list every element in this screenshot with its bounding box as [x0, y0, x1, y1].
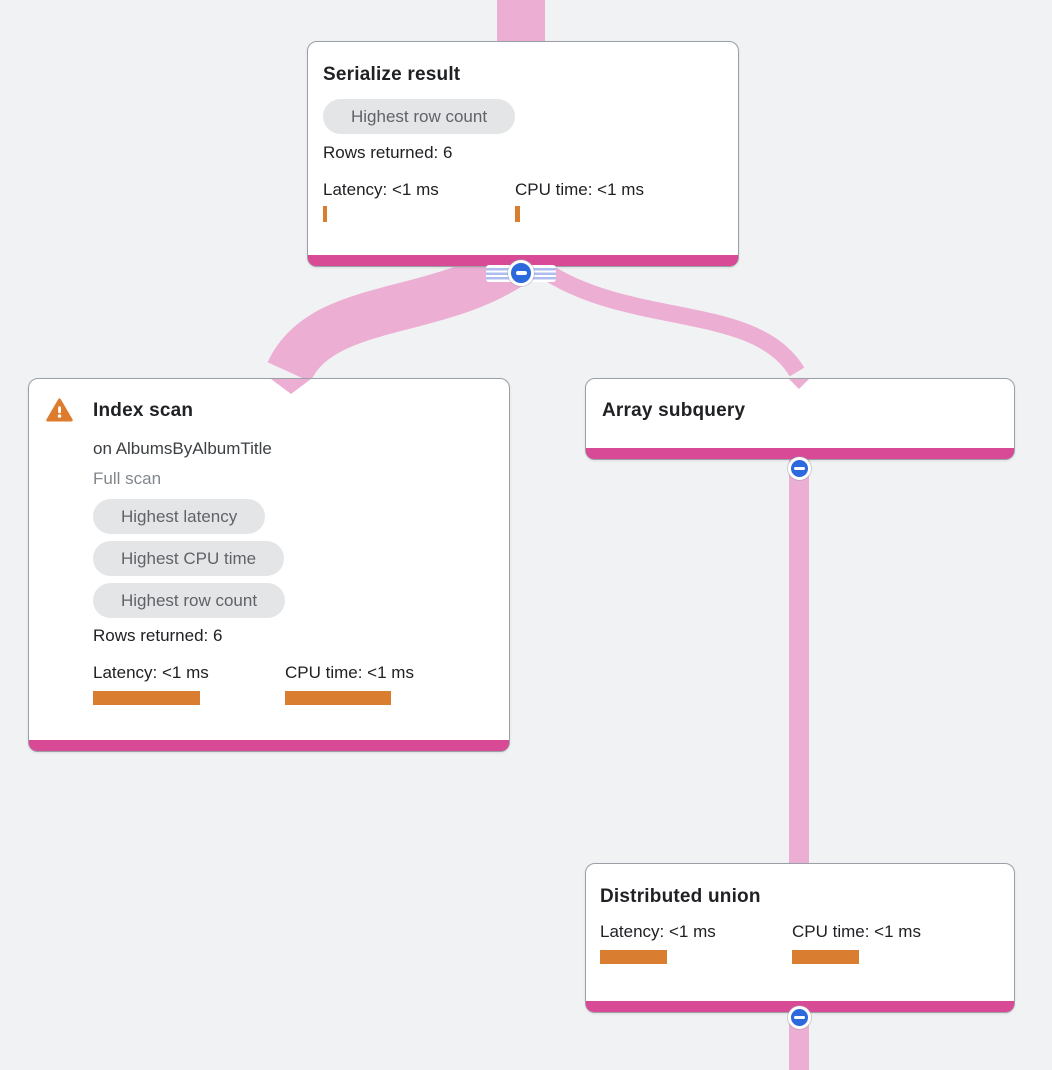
node-title: Distributed union	[600, 886, 761, 907]
plan-node-distributed-union[interactable]: Distributed union Latency: <1 ms CPU tim…	[585, 863, 1015, 1013]
cpu-time-bar	[285, 691, 391, 705]
latency-label: Latency: <1 ms	[323, 180, 439, 199]
cpu-time-bar	[515, 206, 520, 222]
minus-icon	[515, 271, 527, 275]
metrics-row: Latency: <1 ms CPU time: <1 ms	[600, 921, 1000, 964]
collapse-button-array-subquery[interactable]	[788, 457, 811, 480]
minus-icon	[794, 466, 805, 471]
minus-icon	[794, 1015, 805, 1020]
full-scan-note: Full scan	[93, 469, 162, 488]
latency-label: Latency: <1 ms	[600, 922, 716, 941]
node-subtitle: on AlbumsByAlbumTitle	[93, 439, 272, 458]
collapse-button-distributed-union[interactable]	[788, 1006, 811, 1029]
node-title: Index scan	[93, 400, 194, 421]
highlight-badge: Highest latency	[93, 499, 266, 534]
cpu-time-label: CPU time: <1 ms	[792, 922, 921, 941]
latency-bar	[93, 691, 200, 705]
rows-returned-text: Rows returned: 6	[93, 626, 223, 645]
highlight-badge: Highest row count	[93, 583, 286, 618]
edge-array-subquery-to-distributed-union	[789, 455, 809, 866]
plan-node-array-subquery[interactable]: Array subquery	[585, 378, 1015, 460]
node-title: Array subquery	[602, 400, 746, 421]
edge-serialize-to-index-scan	[267, 242, 530, 384]
latency-bar	[323, 206, 327, 222]
node-accent-bar	[586, 448, 1014, 459]
latency-label: Latency: <1 ms	[93, 663, 209, 682]
node-title: Serialize result	[323, 64, 461, 85]
plan-node-index-scan[interactable]: Index scan on AlbumsByAlbumTitle Full sc…	[28, 378, 510, 752]
highlight-badge: Highest CPU time	[93, 541, 285, 576]
edge-serialize-to-array-subquery	[528, 256, 805, 377]
cpu-time-bar	[792, 950, 859, 964]
metrics-row: Latency: <1 ms CPU time: <1 ms	[323, 179, 723, 222]
latency-bar	[600, 950, 667, 964]
node-accent-bar	[29, 740, 509, 751]
metrics-row: Latency: <1 ms CPU time: <1 ms	[93, 662, 493, 705]
highlight-badges: Highest latency Highest CPU time Highest…	[93, 499, 493, 618]
highlight-badge: Highest row count	[323, 99, 516, 134]
plan-node-serialize-result[interactable]: Serialize result Highest row count Rows …	[307, 41, 739, 267]
warning-icon	[46, 398, 73, 422]
collapse-button-serialize-result[interactable]	[508, 260, 534, 286]
rows-returned-text: Rows returned: 6	[323, 143, 453, 162]
edge-parent-to-serialize	[497, 0, 545, 44]
cpu-time-label: CPU time: <1 ms	[285, 663, 414, 682]
cpu-time-label: CPU time: <1 ms	[515, 180, 644, 199]
